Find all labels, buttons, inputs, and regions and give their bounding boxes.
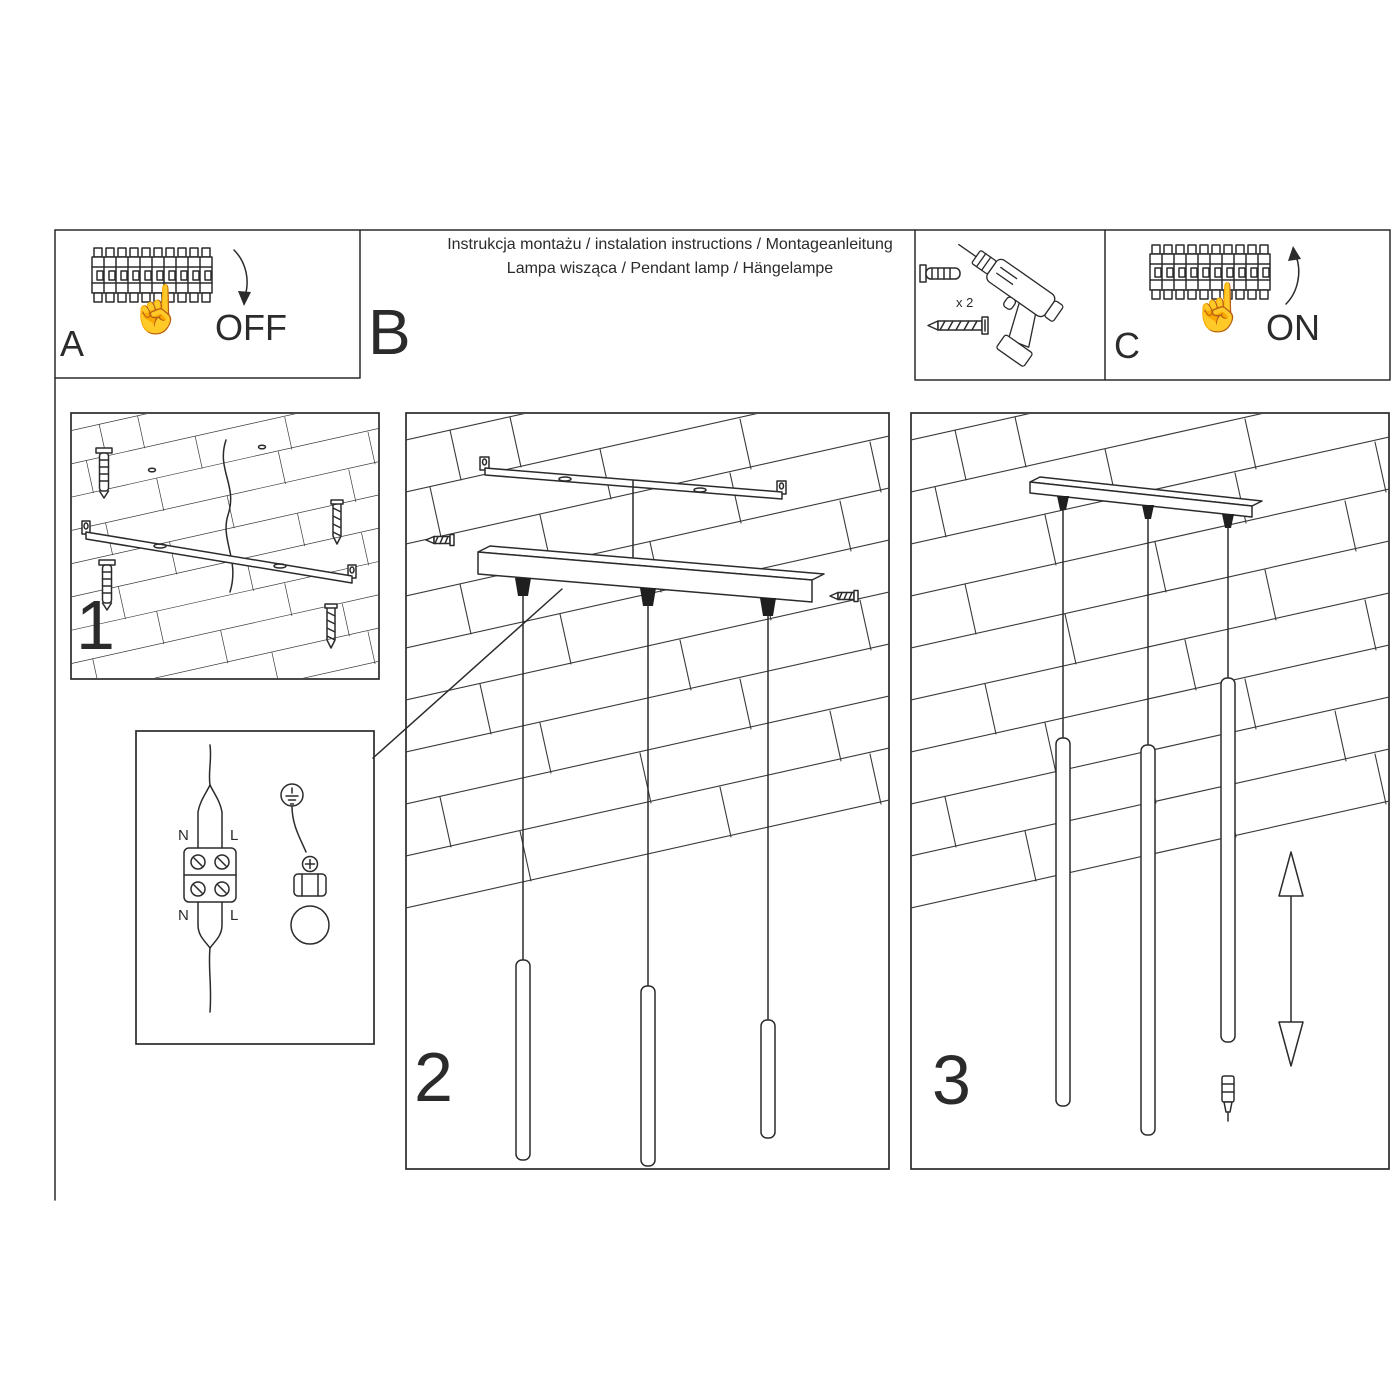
hand-on-icon: ☝ — [1190, 281, 1248, 333]
screw-icon — [927, 316, 989, 335]
drill-icon — [958, 243, 1064, 367]
pendant-tubes-step2 — [515, 959, 776, 1167]
supply-wires — [197, 744, 223, 849]
step3-box — [910, 412, 1390, 1170]
frame-lines — [54, 229, 1391, 1201]
ceiling-planks-step1 — [71, 414, 379, 678]
wire-l-bottom-label: L — [230, 907, 239, 924]
on-label: ON — [1266, 307, 1320, 348]
off-label: OFF — [215, 307, 287, 348]
output-wires — [197, 901, 223, 1013]
pendant-cables-step3 — [1062, 509, 1229, 748]
step2-box — [405, 412, 890, 1170]
panel-c-letter: C — [1114, 325, 1140, 366]
ceiling-holes-step1 — [147, 444, 267, 473]
leader-line — [372, 588, 563, 759]
panel-a-letter: A — [60, 323, 85, 364]
wire-n-bottom-label: N — [178, 907, 189, 924]
bulb-socket — [1221, 1075, 1235, 1122]
arrow-off-icon — [233, 249, 251, 306]
wire-n-top-label: N — [178, 827, 189, 844]
ground-screw — [291, 805, 319, 873]
pendant-tubes-step3 — [1055, 677, 1236, 1136]
step1-box — [70, 412, 380, 680]
canopy-step2 — [477, 545, 825, 603]
terminal-block — [183, 847, 237, 903]
power-cable-step1 — [222, 439, 234, 593]
cable-grips-step2 — [515, 578, 776, 616]
strain-relief-clamp — [290, 873, 330, 945]
screw-quantity-label: x 2 — [956, 295, 974, 310]
wall-plug-icon — [919, 264, 961, 283]
step2-number: 2 — [414, 1038, 453, 1116]
wiring-detail-box — [135, 730, 375, 1045]
step3-number: 3 — [932, 1041, 971, 1119]
step1-number: 1 — [76, 586, 115, 664]
arrow-on-icon — [1285, 246, 1301, 305]
panel-b-letter: B — [368, 296, 411, 368]
mounting-bracket-step1 — [81, 520, 357, 584]
ground-symbol-icon — [280, 783, 304, 807]
header-title-line2: Lampa wisząca / Pendant lamp / Hängelamp… — [506, 260, 834, 277]
hand-off-icon: ☝ — [128, 283, 186, 335]
pendant-cables-step2 — [522, 595, 769, 1023]
header-title-line1: Instrukcja montażu / instalation instruc… — [447, 236, 893, 253]
canopy-step3 — [1029, 476, 1263, 518]
wire-l-top-label: L — [230, 827, 239, 844]
height-adjustment-arrow-icon — [1278, 851, 1304, 1067]
cable-grips-step3 — [1057, 496, 1234, 528]
